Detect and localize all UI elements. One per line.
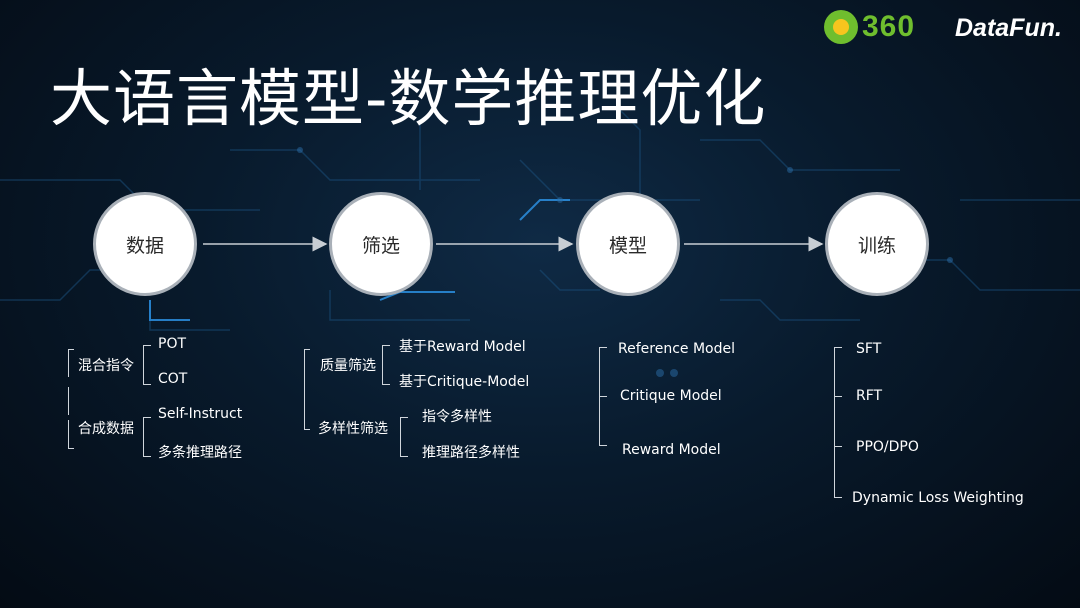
group-label-mixed-instructions: 混合指令: [78, 358, 134, 374]
item-self-instruct: Self-Instruct: [158, 406, 243, 422]
item-instruction-diversity: 指令多样性: [422, 409, 492, 425]
item-ppo-dpo: PPO/DPO: [856, 439, 919, 455]
item-cot: COT: [158, 371, 188, 387]
item-dynamic-loss-weighting: Dynamic Loss Weighting: [852, 490, 1024, 506]
node-filter: 筛选: [329, 192, 433, 296]
group-label-synthetic-data: 合成数据: [78, 421, 134, 437]
item-critique-model-based: 基于Critique-Model: [399, 374, 530, 390]
360-logo-icon: [824, 10, 858, 44]
item-sft: SFT: [856, 341, 882, 357]
group-label-quality-filter: 质量筛选: [320, 358, 376, 374]
item-critique-model: Critique Model: [620, 388, 722, 404]
item-reward-model-based: 基于Reward Model: [399, 339, 526, 355]
node-train: 训练: [825, 192, 929, 296]
slide-title: 大语言模型-数学推理优化: [50, 62, 767, 135]
item-pot: POT: [158, 336, 187, 352]
bracket-mixed-lower: [68, 387, 69, 415]
node-data: 数据: [93, 192, 197, 296]
item-rft: RFT: [856, 388, 883, 404]
datafun-logo: DataFun.: [955, 14, 1062, 42]
node-model: 模型: [576, 192, 680, 296]
brand-360-logo: 360: [824, 10, 915, 44]
360-logo-text: 360: [862, 10, 916, 43]
bracket-mixed: [68, 349, 69, 377]
item-multi-reasoning-paths: 多条推理路径: [158, 445, 242, 461]
group-label-diversity-filter: 多样性筛选: [318, 421, 388, 437]
item-reward-model: Reward Model: [622, 442, 721, 458]
item-reference-model: Reference Model: [618, 341, 735, 357]
item-reasoning-path-diversity: 推理路径多样性: [422, 445, 520, 461]
